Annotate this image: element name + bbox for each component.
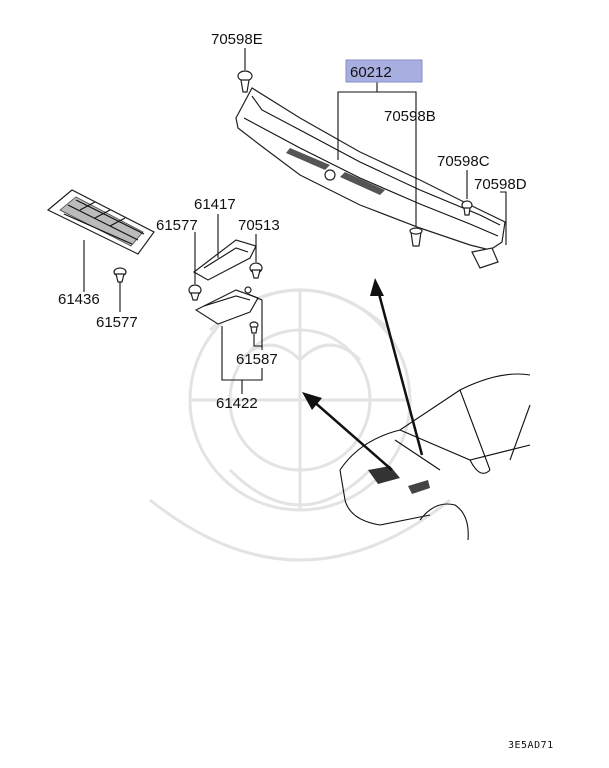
clip-61577-upper[interactable] (188, 284, 202, 301)
label-61577-upper[interactable]: 61577 (156, 217, 198, 234)
label-61422[interactable]: 61422 (216, 395, 258, 412)
duct-61417[interactable] (192, 239, 257, 281)
highlight-box-60212 (345, 59, 423, 83)
arrows (302, 278, 424, 471)
car-outline (339, 373, 531, 541)
label-70598B[interactable]: 70598B (384, 108, 436, 125)
clip-70598C[interactable] (461, 200, 473, 216)
clip-61587[interactable] (249, 321, 259, 334)
label-61577-lower[interactable]: 61577 (96, 314, 138, 331)
label-70598E[interactable]: 70598E (211, 31, 263, 48)
watermark-emblem (149, 288, 451, 562)
clip-70598E[interactable] (237, 70, 253, 93)
clip-70513[interactable] (249, 262, 263, 279)
hood-scoop-grille[interactable] (46, 189, 155, 255)
label-60212[interactable]: 60212 (350, 64, 392, 81)
label-61417[interactable]: 61417 (194, 196, 236, 213)
label-61436[interactable]: 61436 (58, 291, 100, 308)
clip-61577-lower[interactable] (113, 267, 127, 283)
label-70598D[interactable]: 70598D (474, 176, 527, 193)
diagram-reference-code: 3E5AD71 (508, 740, 554, 751)
label-70598C[interactable]: 70598C (437, 153, 490, 170)
label-61587[interactable]: 61587 (236, 351, 278, 368)
label-70513[interactable]: 70513 (238, 217, 280, 234)
duct-61422[interactable] (194, 286, 259, 325)
cowl-top-panel[interactable] (235, 87, 506, 269)
leader-lines (83, 48, 507, 394)
clip-70598B[interactable] (409, 227, 423, 247)
